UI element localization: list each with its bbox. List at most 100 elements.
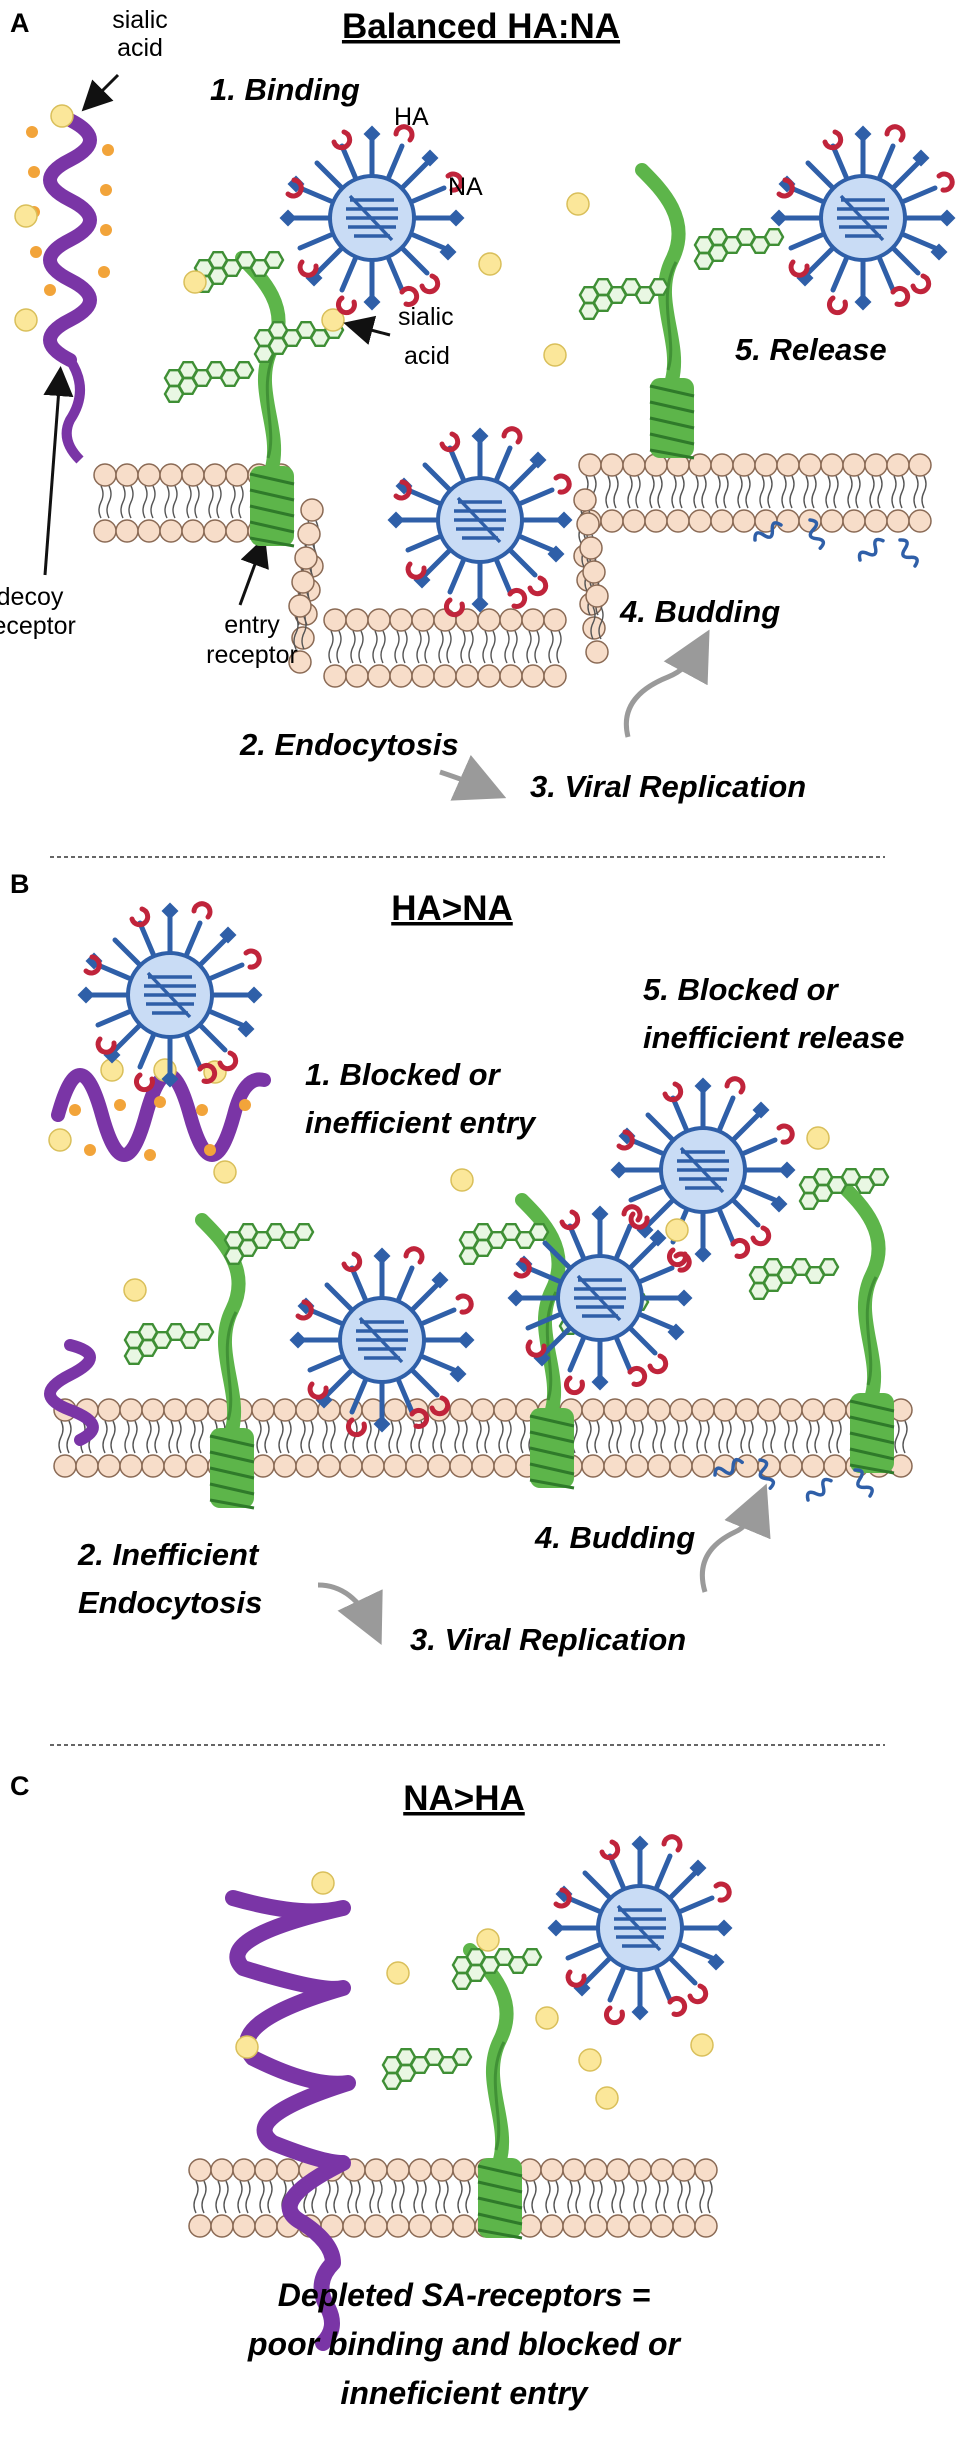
decoy-receptor-label: receptor — [0, 612, 76, 640]
lipid-icon — [367, 608, 391, 688]
lipid-icon — [776, 453, 800, 533]
decoy-receptor-icon — [44, 1339, 99, 1446]
panel-letter: A — [10, 8, 30, 38]
virus-particle-icon — [280, 126, 465, 313]
step-binding: 1. Binding — [210, 72, 360, 107]
panel-caption: poor binding and blocked or — [247, 2326, 682, 2362]
step-viral-replication: 3. Viral Replication — [410, 1622, 686, 1657]
lipid-icon — [672, 2158, 696, 2238]
panel-title: Balanced HA:NA — [342, 7, 620, 46]
step-blocked-entry: inefficient entry — [305, 1105, 537, 1140]
lipid-icon — [97, 1398, 121, 1478]
panel-caption: inneficient entry — [340, 2375, 589, 2411]
lipid-icon — [864, 453, 888, 533]
step-blocked-release: 5. Blocked or — [643, 972, 840, 1007]
panel-c: C NA>HA Depleted SA-receptors = poor bin… — [10, 1771, 732, 2411]
lipid-icon — [521, 608, 545, 688]
lipid-icon — [181, 463, 205, 543]
entry-receptor-label: receptor — [206, 641, 298, 669]
sialic-acid-label: acid — [117, 34, 163, 62]
lipid-icon — [449, 1398, 473, 1478]
step-blocked-entry: 1. Blocked or — [305, 1057, 502, 1092]
lipid-icon — [666, 453, 690, 533]
lipid-icon — [295, 1398, 319, 1478]
sialic-acid-icon — [806, 1126, 830, 1150]
virus-particle-icon — [611, 1078, 796, 1265]
lipid-icon — [141, 1398, 165, 1478]
lipid-icon — [452, 2158, 476, 2238]
lipid-icon — [584, 2158, 608, 2238]
step-release: 5. Release — [735, 332, 887, 367]
lipid-icon — [499, 608, 523, 688]
lipid-icon — [543, 608, 567, 688]
lipid-icon — [163, 1398, 187, 1478]
decoy-receptor-icon — [225, 1890, 356, 2351]
lipid-icon — [493, 1398, 517, 1478]
lipid-icon — [273, 1398, 297, 1478]
sialic-acid-label: sialic — [112, 6, 168, 34]
lipid-icon — [908, 453, 932, 533]
panel-letter: C — [10, 1771, 30, 1801]
virus-particle-icon — [771, 126, 956, 313]
lipid-icon — [430, 2158, 454, 2238]
entry-receptor-icon — [383, 1949, 541, 2238]
panel-a: A Balanced HA:NA sialic acid decoy recep… — [0, 6, 955, 804]
ha-label: HA — [394, 103, 429, 131]
panel-caption: Depleted SA-receptors = — [278, 2277, 651, 2313]
lipid-icon — [644, 453, 668, 533]
lipid-icon — [732, 453, 756, 533]
lipid-icon — [317, 1398, 341, 1478]
lipid-icon — [606, 2158, 630, 2238]
lipid-icon — [119, 1398, 143, 1478]
lipid-icon — [842, 453, 866, 533]
lipid-icon — [735, 1398, 759, 1478]
lipid-icon — [694, 2158, 718, 2238]
panel-title: HA>NA — [391, 889, 513, 928]
lipid-icon — [386, 2158, 410, 2238]
sialic-acid-icon — [543, 343, 567, 367]
virus-particle-icon — [388, 428, 573, 615]
lipid-icon — [137, 463, 161, 543]
lipid-icon — [254, 2158, 278, 2238]
lipid-icon — [323, 608, 347, 688]
lipid-icon — [251, 1398, 275, 1478]
lipid-icon — [471, 1398, 495, 1478]
lipid-icon — [823, 1398, 847, 1478]
lipid-icon — [411, 608, 435, 688]
lipid-icon — [342, 2158, 366, 2238]
step-blocked-release: inefficient release — [643, 1020, 904, 1055]
lipid-icon — [779, 1398, 803, 1478]
lipid-icon — [801, 1398, 825, 1478]
sialic-acid-label: sialic — [398, 303, 454, 331]
lipid-icon — [688, 453, 712, 533]
decoy-receptor-icon — [14, 104, 114, 464]
lipid-icon — [518, 2158, 542, 2238]
lipid-icon — [622, 453, 646, 533]
lipid-icon — [625, 1398, 649, 1478]
sialic-acid-icon — [665, 1218, 689, 1242]
step-inefficient-endocytosis: Endocytosis — [78, 1585, 262, 1620]
lipid-icon — [115, 463, 139, 543]
lipid-icon — [691, 1398, 715, 1478]
lipid-icon — [455, 608, 479, 688]
lipid-icon — [203, 463, 227, 543]
lipid-icon — [159, 463, 183, 543]
entry-receptor-label: entry — [224, 611, 280, 639]
lipid-icon — [389, 608, 413, 688]
sialic-acid-icon — [478, 252, 502, 276]
sialic-acid-icon — [450, 1168, 474, 1192]
lipid-icon — [225, 463, 249, 543]
sialic-acid-icon — [566, 192, 590, 216]
step-endocytosis: 2. Endocytosis — [239, 727, 459, 762]
decoy-receptor-label: decoy — [0, 583, 64, 611]
entry-receptor-icon — [580, 170, 783, 458]
step-viral-replication: 3. Viral Replication — [530, 769, 806, 804]
lipid-icon — [345, 608, 369, 688]
panel-title: NA>HA — [403, 1779, 525, 1818]
lipid-icon — [433, 608, 457, 688]
lipid-icon — [710, 453, 734, 533]
na-label: NA — [448, 173, 483, 201]
lipid-icon — [650, 2158, 674, 2238]
lipid-icon — [562, 2158, 586, 2238]
